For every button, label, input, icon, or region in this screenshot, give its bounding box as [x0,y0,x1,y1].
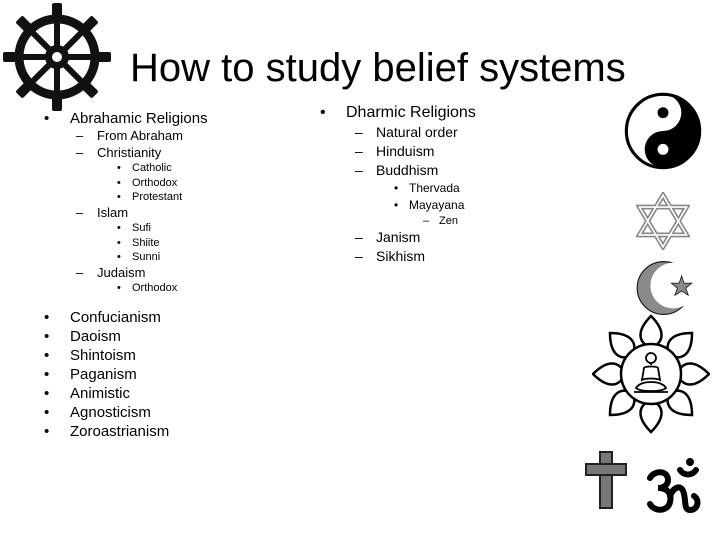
list-item: Shintoism [40,346,310,365]
list-item: Animistic [40,384,310,403]
list-item: Orthodox [115,176,310,191]
left-column: Abrahamic Religions From Abraham Christi… [40,109,310,441]
slide-title: How to study belief systems [130,46,626,90]
dharma-wheel-icon [3,3,111,111]
list-item: Protestant [115,190,310,205]
om-icon [647,458,701,514]
list-item: Thervada [392,180,606,197]
right-column: Dharmic Religions Natural order Hinduism… [316,103,606,266]
other-religions-list: Confucianism Daoism Shintoism Paganism A… [40,308,310,441]
star-and-crescent-icon [636,261,696,315]
yin-yang-icon [624,92,702,170]
list-item-from-abraham: From Abraham [75,128,310,145]
list-item-christianity: Christianity [75,145,310,162]
list-item-sikhism: Sikhism [354,247,606,266]
list-item-judaism: Judaism [75,265,310,282]
abrahamic-list: Abrahamic Religions [40,109,310,128]
list-item: Daoism [40,327,310,346]
list-item: Zoroastrianism [40,422,310,441]
list-item: Zen [422,214,606,228]
list-item-janism: Janism [354,228,606,247]
list-item-natural-order: Natural order [354,123,606,142]
list-item-abrahamic: Abrahamic Religions [40,109,310,128]
list-item-buddhism: Buddhism [354,161,606,180]
list-item-islam: Islam [75,205,310,222]
list-item-hinduism: Hinduism [354,142,606,161]
cross-icon [585,451,627,509]
list-item: Confucianism [40,308,310,327]
list-item: Mayayana [392,197,606,214]
list-item: Orthodox [115,281,310,296]
list-item: Paganism [40,365,310,384]
list-item: Sufi [115,221,310,236]
star-of-david-icon [636,192,690,250]
list-item-dharmic: Dharmic Religions [316,103,606,123]
list-item: Sunni [115,250,310,265]
lotus-buddha-icon [592,314,710,434]
list-item: Catholic [115,161,310,176]
list-item: Agnosticism [40,403,310,422]
list-item: Shiite [115,236,310,251]
